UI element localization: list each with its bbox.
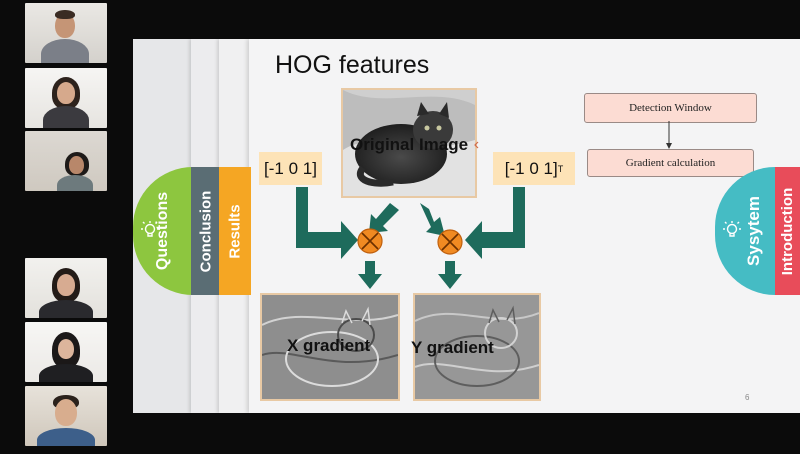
- participant-video-tile[interactable]: [25, 386, 107, 446]
- arrow-down-icon: [666, 121, 672, 149]
- participant-video-tile[interactable]: [25, 258, 107, 318]
- kernel-x-label: [-1 0 1]: [264, 158, 317, 178]
- flow-arrows: [296, 187, 525, 289]
- flow-step-gradient-calculation: Gradient calculation: [587, 149, 754, 177]
- original-image: [341, 88, 477, 198]
- flow-step-detection-window-label: Detection Window: [629, 102, 712, 114]
- kernel-y: [-1 0 1]T: [493, 152, 575, 185]
- arrow-multiplier-to-x-gradient: [358, 261, 382, 289]
- arrow-kernel-y-to-multiplier: [465, 187, 525, 259]
- slide-title: HOG features: [275, 51, 430, 79]
- participant-video-tile[interactable]: [25, 322, 107, 382]
- chevron-left-icon: [473, 136, 479, 149]
- flow-step-gradient-calculation-label: Gradient calculation: [625, 157, 716, 169]
- flow-step-detection-window: Detection Window: [584, 93, 757, 123]
- arrow-image-to-multiplier-y: [420, 203, 445, 236]
- cat-photo-image: [343, 90, 475, 196]
- lightbulb-icon: [139, 219, 161, 241]
- participant-video-tile[interactable]: [25, 3, 107, 63]
- tab-system-label: Sysytem: [744, 196, 763, 266]
- slide-page-number: 6: [745, 393, 750, 402]
- multiply-icon-x: [357, 228, 383, 254]
- shared-slide: Questions Conclusion Results HOG feature…: [133, 39, 800, 413]
- x-gradient-label: X gradient: [287, 336, 371, 355]
- x-gradient-image: [260, 293, 400, 401]
- original-image-label: Original Image: [350, 135, 469, 154]
- y-gradient-label: Y gradient: [411, 338, 494, 357]
- lightbulb-icon: [721, 219, 743, 241]
- participant-gallery: [0, 0, 108, 454]
- arrow-kernel-x-to-multiplier: [296, 187, 358, 259]
- kernel-y-label: [-1 0 1]: [504, 158, 558, 178]
- transpose-superscript: T: [557, 163, 564, 174]
- multiply-icon-y: [437, 229, 463, 255]
- kernel-x: [-1 0 1]: [259, 152, 322, 185]
- arrow-image-to-multiplier-x: [369, 203, 399, 233]
- tab-introduction-label: Introduction: [779, 187, 797, 275]
- participant-video-tile[interactable]: [25, 131, 107, 191]
- tab-introduction[interactable]: Introduction: [775, 167, 800, 295]
- participant-video-tile[interactable]: [25, 68, 107, 128]
- tab-conclusion[interactable]: Conclusion: [191, 167, 221, 295]
- arrow-multiplier-to-y-gradient: [438, 261, 462, 289]
- tab-results[interactable]: Results: [219, 167, 251, 295]
- y-gradient-image: [413, 293, 541, 401]
